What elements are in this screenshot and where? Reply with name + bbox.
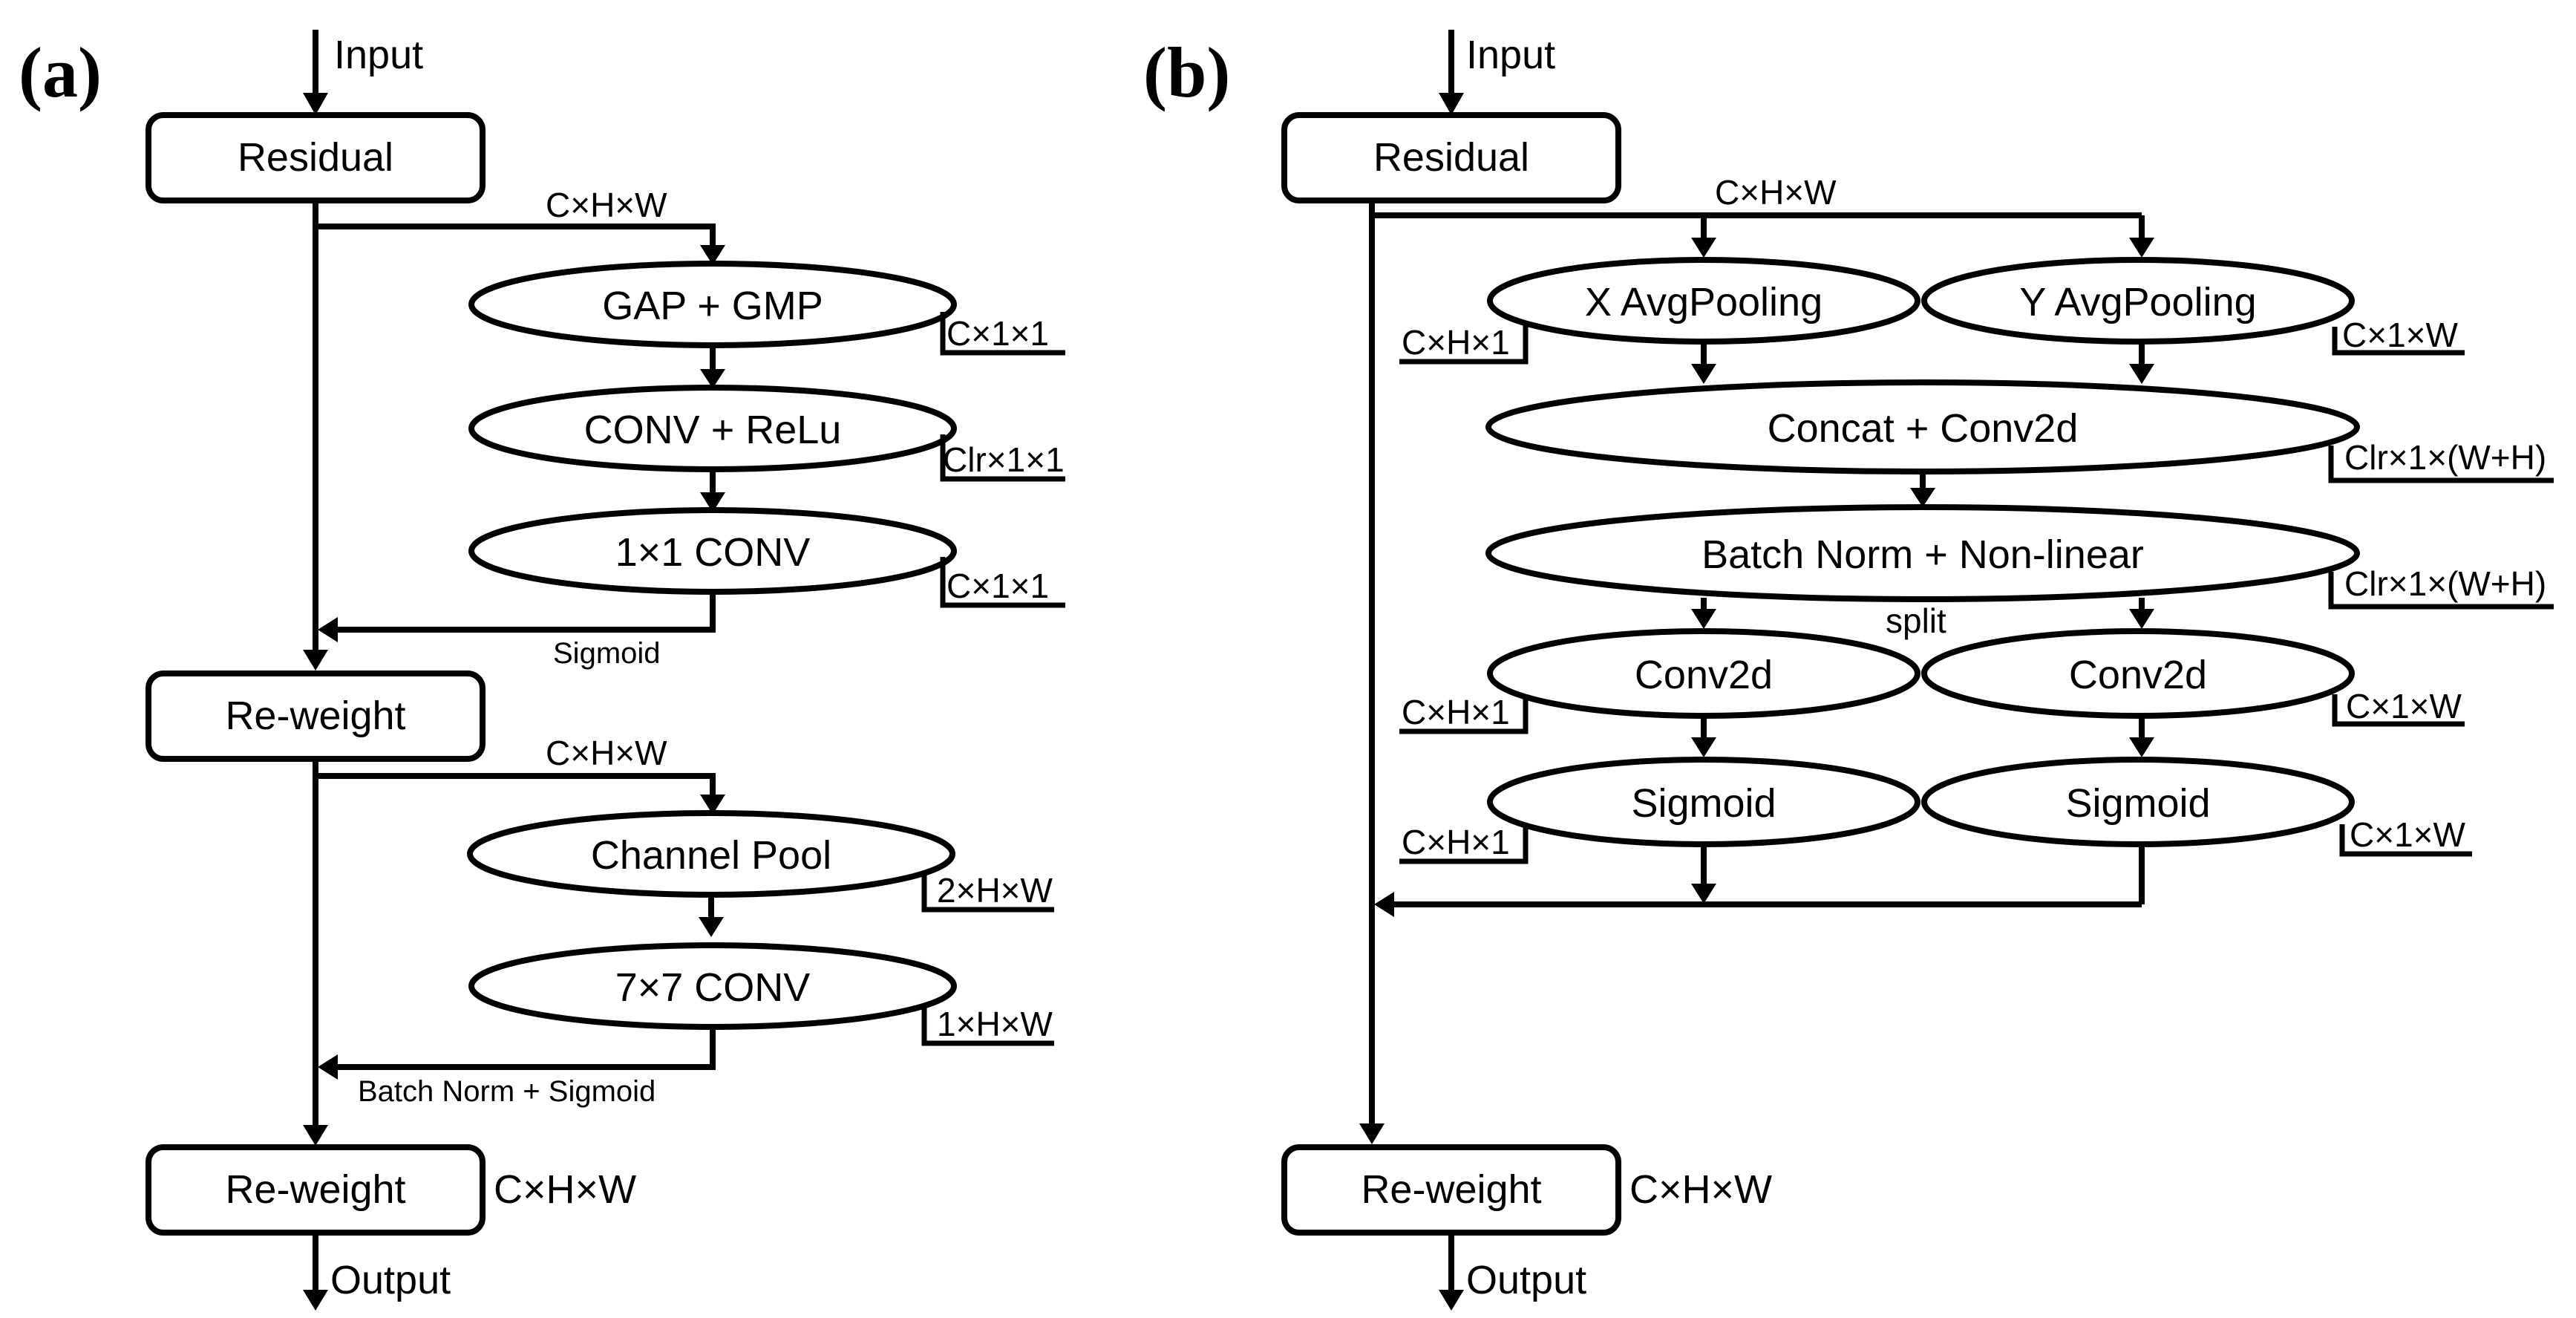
dim-chw-b-top: C×H×W (1715, 173, 1837, 212)
x-avgpool-label: X AvgPooling (1585, 280, 1823, 324)
output-label-a: Output (330, 1258, 451, 1302)
sigmoid-label-a: Sigmoid (553, 637, 661, 670)
panel-a: (a) Input Residual C×H×W GAP + GMP C×1×1… (19, 30, 1065, 1311)
dim-2hw-a: 2×H×W (937, 871, 1053, 910)
reweight-label-a1: Re-weight (225, 694, 405, 738)
panel-b-label: (b) (1143, 33, 1230, 112)
channel-pool-label: Channel Pool (591, 833, 831, 878)
dim-ch1-b1: C×H×1 (1402, 323, 1510, 362)
reweight-label-a2: Re-weight (225, 1167, 405, 1212)
input-label-b: Input (1466, 33, 1555, 77)
sigmoid-right-label: Sigmoid (2065, 781, 2210, 826)
residual-label-b: Residual (1373, 135, 1529, 180)
split-label-b: split (1886, 601, 1946, 640)
input-label-a: Input (334, 33, 423, 77)
dim-c1w-b2: C×1×W (2346, 687, 2462, 725)
dim-c1w-b1: C×1×W (2342, 316, 2459, 354)
concat-conv-label: Concat + Conv2d (1768, 406, 2079, 451)
dim-c11-a2: C×1×1 (947, 567, 1049, 605)
conv-7x7-label: 7×7 CONV (615, 965, 811, 1010)
conv2d-right-ellipse (1921, 628, 2355, 719)
bn-sigmoid-label-a: Batch Norm + Sigmoid (358, 1075, 656, 1108)
dim-1hw-a: 1×H×W (937, 1005, 1053, 1043)
dim-ch1-b3: C×H×1 (1402, 823, 1510, 861)
dim-chw-a2: C×H×W (546, 734, 667, 772)
bn-nonlinear-ellipse (1485, 504, 2360, 602)
panel-b: (b) Input Residual C×H×W X AvgPooling C×… (1143, 30, 2554, 1311)
y-avgpool-ellipse (1921, 257, 2355, 345)
residual-label-a: Residual (238, 135, 393, 180)
dim-clr-wh-b2: Clr×1×(W+H) (2344, 564, 2546, 603)
residual-box-b (1281, 112, 1621, 203)
sigmoid-right-ellipse (1921, 757, 2355, 847)
dim-c11-a1: C×1×1 (947, 314, 1049, 353)
dim-clr11-a: Clr×1×1 (943, 440, 1065, 479)
output-label-b: Output (1466, 1258, 1586, 1302)
conv2d-right-label: Conv2d (2069, 653, 2207, 697)
bn-nonlinear-label: Batch Norm + Non-linear (1701, 532, 2144, 577)
conv-relu-label: CONV + ReLu (584, 408, 842, 452)
dim-c1w-b3: C×1×W (2350, 815, 2466, 854)
conv2d-left-label: Conv2d (1635, 653, 1773, 697)
dim-ch1-b2: C×H×1 (1402, 693, 1510, 731)
y-avgpool-label: Y AvgPooling (2019, 280, 2256, 324)
dim-clr-wh-b1: Clr×1×(W+H) (2344, 438, 2546, 477)
gap-gmp-label: GAP + GMP (602, 284, 823, 328)
dim-chw-out-b: C×H×W (1629, 1167, 1772, 1212)
conv-1x1-label: 1×1 CONV (615, 530, 811, 575)
dim-chw-a1: C×H×W (546, 186, 667, 224)
panel-a-label: (a) (19, 33, 102, 112)
reweight-label-b: Re-weight (1361, 1167, 1541, 1212)
sigmoid-left-label: Sigmoid (1631, 781, 1776, 826)
dim-chw-out-a: C×H×W (494, 1167, 636, 1212)
